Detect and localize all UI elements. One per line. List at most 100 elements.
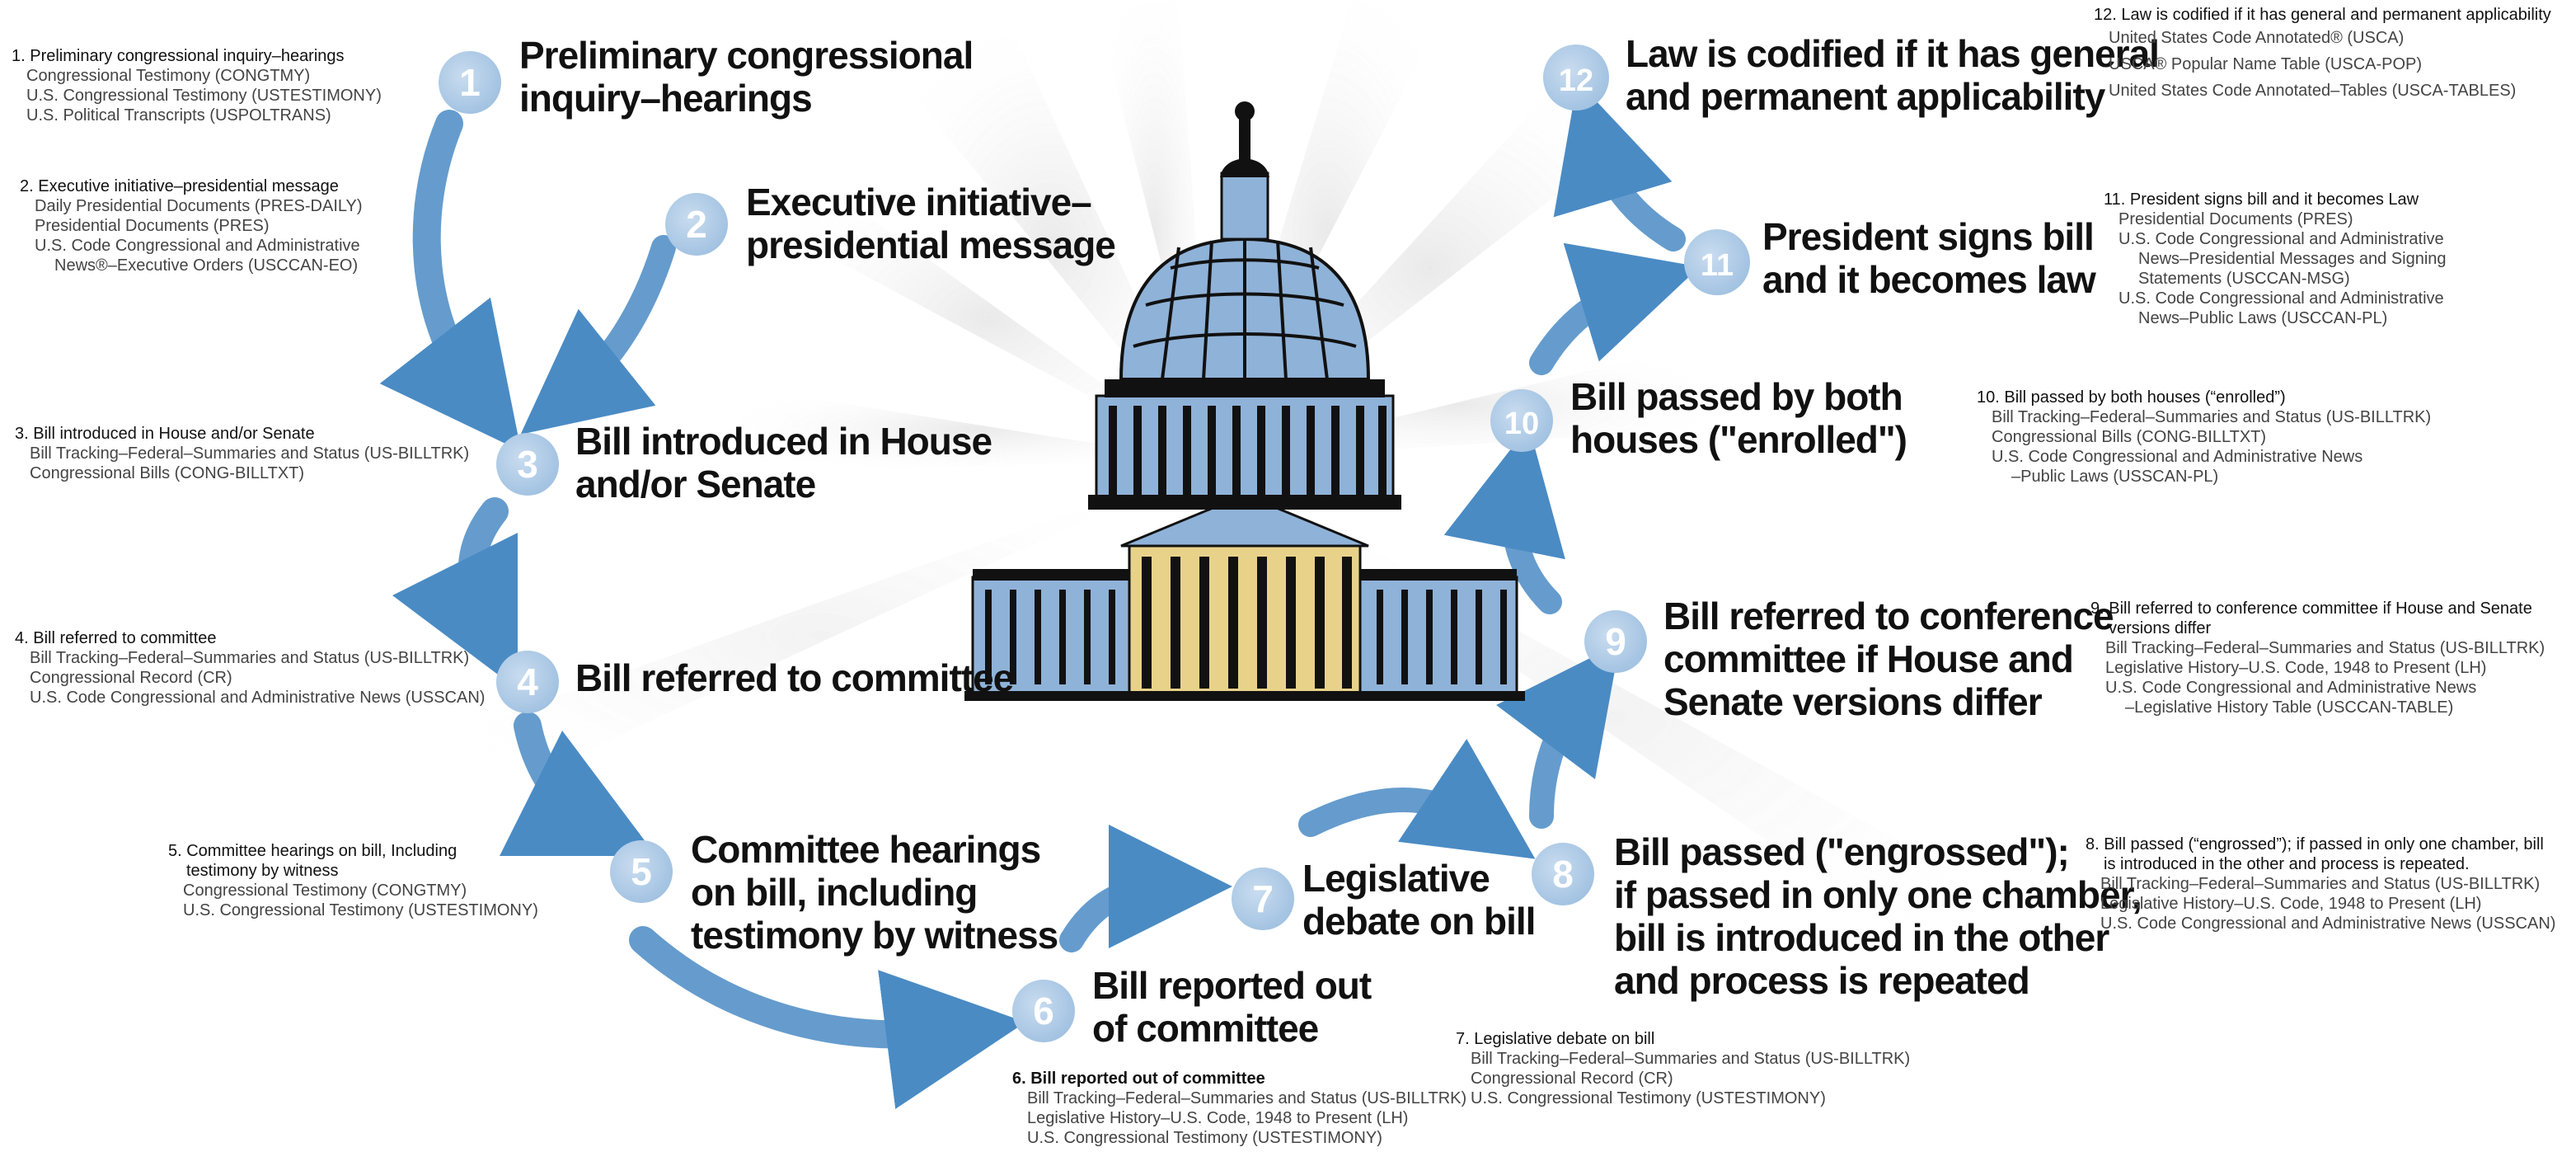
note-6-item: Bill Tracking–Federal–Summaries and Stat…: [1027, 1089, 1467, 1107]
note-4: 4. Bill referred to committee Bill Track…: [15, 628, 485, 708]
note-6-item: U.S. Congressional Testimony (USTESTIMON…: [1027, 1129, 1382, 1147]
note-7-title: 7. Legislative debate on bill: [1456, 1030, 1655, 1048]
note-9-item: Legislative History–U.S. Code, 1948 to P…: [2105, 659, 2487, 677]
note-2-title: 2. Executive initiative–presidential mes…: [20, 177, 339, 195]
step-10-circle: [1490, 389, 1553, 452]
note-12: 12. Law is codified if it has general an…: [2094, 5, 2551, 104]
note-5-title: 5. Committee hearings on bill, Including: [168, 842, 457, 860]
note-9: 9. Bill referred to conference committee…: [2090, 599, 2545, 717]
step-5-number: 5: [631, 850, 652, 893]
note-12-item: USCA® Popular Name Table (USCA-POP): [2109, 55, 2423, 73]
arrow-7-to-8: [1298, 739, 1536, 859]
note-4-item: U.S. Code Congressional and Administrati…: [30, 689, 486, 707]
step-3-number: 3: [517, 443, 538, 486]
note-10-item: Bill Tracking–Federal–Summaries and Stat…: [1992, 408, 2432, 426]
step-8-headline: Bill passed ("engrossed");if passed in o…: [1614, 830, 2142, 1002]
arrow-2-to-3: [520, 235, 676, 435]
note-3: 3. Bill introduced in House and/or Senat…: [15, 424, 469, 483]
note-4-title: 4. Bill referred to committee: [15, 629, 217, 647]
step-8-circle: [1532, 843, 1594, 905]
step-2-headline: Executive initiative–presidential messag…: [746, 181, 1116, 266]
arrow-3-to-4: [392, 497, 518, 690]
step-9-circle: [1584, 610, 1647, 673]
note-5-item: U.S. Congressional Testimony (USTESTIMON…: [183, 901, 538, 919]
note-11-item: U.S. Code Congressional and Administrati…: [2119, 289, 2444, 308]
step-3-circle: [496, 433, 559, 496]
note-3-title: 3. Bill introduced in House and/or Senat…: [15, 425, 315, 443]
note-8: 8. Bill passed (“engrossed”); if passed …: [2086, 835, 2555, 933]
step-4-number: 4: [517, 661, 538, 703]
note-10-item: Congressional Bills (CONG-BILLTXT): [1992, 428, 2267, 446]
note-12-item: United States Code Annotated® (USCA): [2109, 29, 2405, 47]
arrow-8-to-9: [1496, 642, 1620, 829]
note-1-item: U.S. Congressional Testimony (USTESTIMON…: [26, 87, 382, 105]
note-1-item: U.S. Political Transcripts (USPOLTRANS): [26, 106, 331, 125]
note-8-title: 8. Bill passed (“engrossed”); if passed …: [2086, 835, 2544, 853]
step-11-number: 11: [1701, 248, 1734, 283]
note-2-item: News®–Executive Orders (USCCAN-EO): [54, 256, 359, 275]
note-6-title: 6. Bill reported out of committee: [1012, 1070, 1265, 1088]
step-8-number: 8: [1552, 853, 1574, 896]
note-8-item: U.S. Code Congressional and Administrati…: [2100, 915, 2556, 933]
note-8-title-continued: is introduced in the other and process i…: [2104, 855, 2470, 873]
note-5-item: Congressional Testimony (CONGTMY): [183, 882, 467, 900]
note-9-item: Bill Tracking–Federal–Summaries and Stat…: [2105, 639, 2546, 657]
flow-arrows: [379, 81, 1700, 1109]
note-11: 11. President signs bill and it becomes …: [2104, 190, 2447, 328]
note-9-title: 9. Bill referred to conference committee…: [2090, 600, 2532, 618]
note-8-item: Legislative History–U.S. Code, 1948 to P…: [2100, 895, 2482, 913]
note-11-item: News–Public Laws (USCCAN-PL): [2138, 309, 2388, 327]
capitol-building-illustration: [964, 101, 1525, 701]
note-11-item: Presidential Documents (PRES): [2119, 210, 2353, 228]
note-2: 2. Executive initiative–presidential mes…: [20, 176, 363, 275]
note-1: 1. Preliminary congressional inquiry–hea…: [12, 46, 382, 125]
note-9-title-continued: versions differ: [2109, 619, 2212, 637]
note-11-item: U.S. Code Congressional and Administrati…: [2119, 230, 2444, 248]
note-7: 7. Legislative debate on bill Bill Track…: [1456, 1029, 1910, 1108]
note-2-item: Daily Presidential Documents (PRES-DAILY…: [35, 197, 363, 215]
note-11-item: News–Presidential Messages and Signing: [2138, 250, 2447, 268]
note-10-item: U.S. Code Congressional and Administrati…: [1992, 448, 2363, 466]
step-7-circle: [1232, 868, 1294, 930]
note-12-title: 12. Law is codified if it has general an…: [2094, 6, 2551, 24]
note-11-item: Statements (USCCAN-MSG): [2138, 270, 2350, 288]
arrow-5-to-6: [629, 926, 1026, 1109]
note-11-title: 11. President signs bill and it becomes …: [2104, 190, 2419, 209]
note-5-title-continued: testimony by witness: [186, 862, 339, 880]
step-9-number: 9: [1605, 620, 1626, 663]
step-10-number: 10: [1504, 407, 1539, 441]
step-12-number: 12: [1559, 63, 1593, 98]
note-12-item: United States Code Annotated–Tables (USC…: [2109, 82, 2517, 100]
note-7-item: Bill Tracking–Federal–Summaries and Stat…: [1471, 1050, 1911, 1068]
step-1-number: 1: [459, 61, 481, 104]
arrow-11-to-12: [1553, 81, 1686, 252]
step-4-circle: [496, 651, 559, 713]
arrow-10-to-11: [1529, 242, 1700, 375]
note-8-item: Bill Tracking–Federal–Summaries and Stat…: [2100, 875, 2541, 893]
note-5: 5. Committee hearings on bill, Including…: [168, 841, 538, 920]
note-4-item: Congressional Record (CR): [30, 669, 232, 687]
note-7-item: Congressional Record (CR): [1471, 1070, 1673, 1088]
note-7-item: U.S. Congressional Testimony (USTESTIMON…: [1471, 1089, 1826, 1107]
arrow-1-to-3: [379, 110, 522, 452]
note-6-item: Legislative History–U.S. Code, 1948 to P…: [1027, 1109, 1409, 1127]
note-1-title: 1. Preliminary congressional inquiry–hea…: [12, 47, 345, 65]
note-1-item: Congressional Testimony (CONGTMY): [26, 67, 311, 85]
step-6-circle: [1012, 980, 1075, 1042]
step-2-number: 2: [686, 203, 707, 246]
step-11-circle: [1684, 229, 1750, 295]
note-9-item: –Legislative History Table (USCCAN-TABLE…: [2125, 698, 2454, 717]
note-9-item: U.S. Code Congressional and Administrati…: [2105, 679, 2477, 697]
step-2-circle: [665, 193, 728, 256]
